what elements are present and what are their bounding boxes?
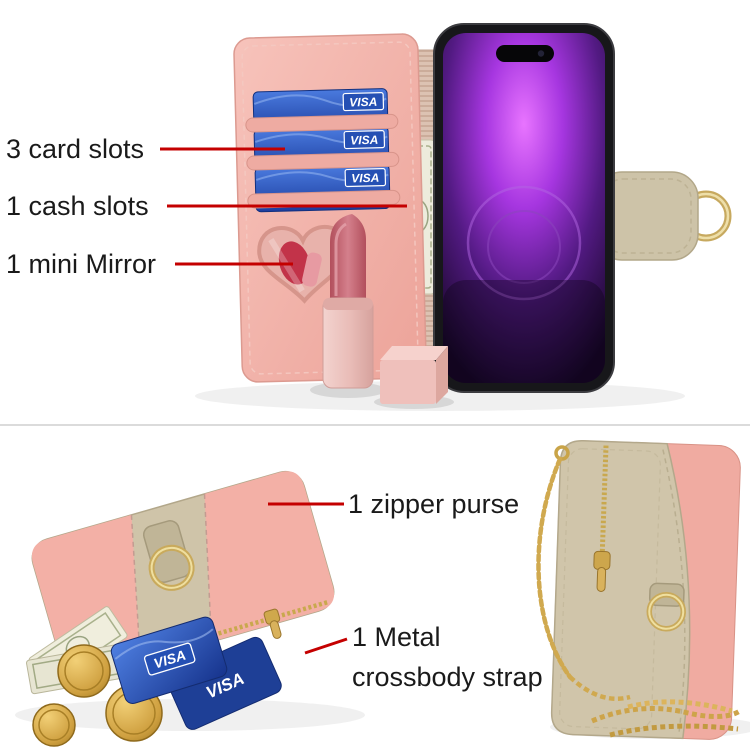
card-slot-lip: [246, 151, 400, 171]
annotation-card-slots: 3 card slots: [6, 134, 145, 164]
chain-strap: [536, 445, 742, 738]
visa-logo: VISA: [350, 133, 378, 148]
phone-screen: [443, 33, 605, 383]
card-front: VISA: [110, 616, 228, 704]
card-slot-lip: [245, 113, 399, 133]
case-flap: VISA VISA VISA: [233, 33, 427, 383]
wallet-purse-photo: VISA VISA: [15, 440, 750, 747]
bank-cards: VISA VISA: [110, 616, 282, 730]
annotation-zipper-purse: 1 zipper purse: [348, 489, 520, 519]
phone: [433, 23, 615, 393]
annotation-crossbody-strap-line2: crossbody strap: [352, 662, 543, 692]
visa-logo: VISA: [349, 95, 377, 110]
zipper-slider-icon: [593, 550, 611, 571]
phone-case-photo: VISA VISA VISA: [195, 23, 732, 411]
pink-cube: [374, 346, 454, 409]
annotation-crossbody-strap-line1: 1 Metal: [352, 622, 441, 652]
zipper-purse-upright: [550, 440, 741, 740]
dynamic-island: [496, 45, 554, 62]
card-slots: VISA VISA VISA: [245, 88, 401, 213]
lipstick: [310, 214, 386, 398]
lipstick-tube: [322, 297, 374, 389]
lipstick-bullet: [330, 214, 366, 300]
back-strap-and-ring: [595, 171, 732, 261]
section-divider: [0, 424, 750, 426]
front-camera-icon: [537, 50, 545, 57]
coins: [32, 644, 163, 747]
visa-logo: VISA: [351, 171, 379, 186]
annotation-cash-slots: 1 cash slots: [6, 191, 149, 221]
annotation-mini-mirror: 1 mini Mirror: [6, 249, 157, 279]
zipper-pull-icon: [596, 566, 607, 592]
zipper-teeth: [599, 445, 609, 556]
heart-mirror: [257, 225, 350, 304]
